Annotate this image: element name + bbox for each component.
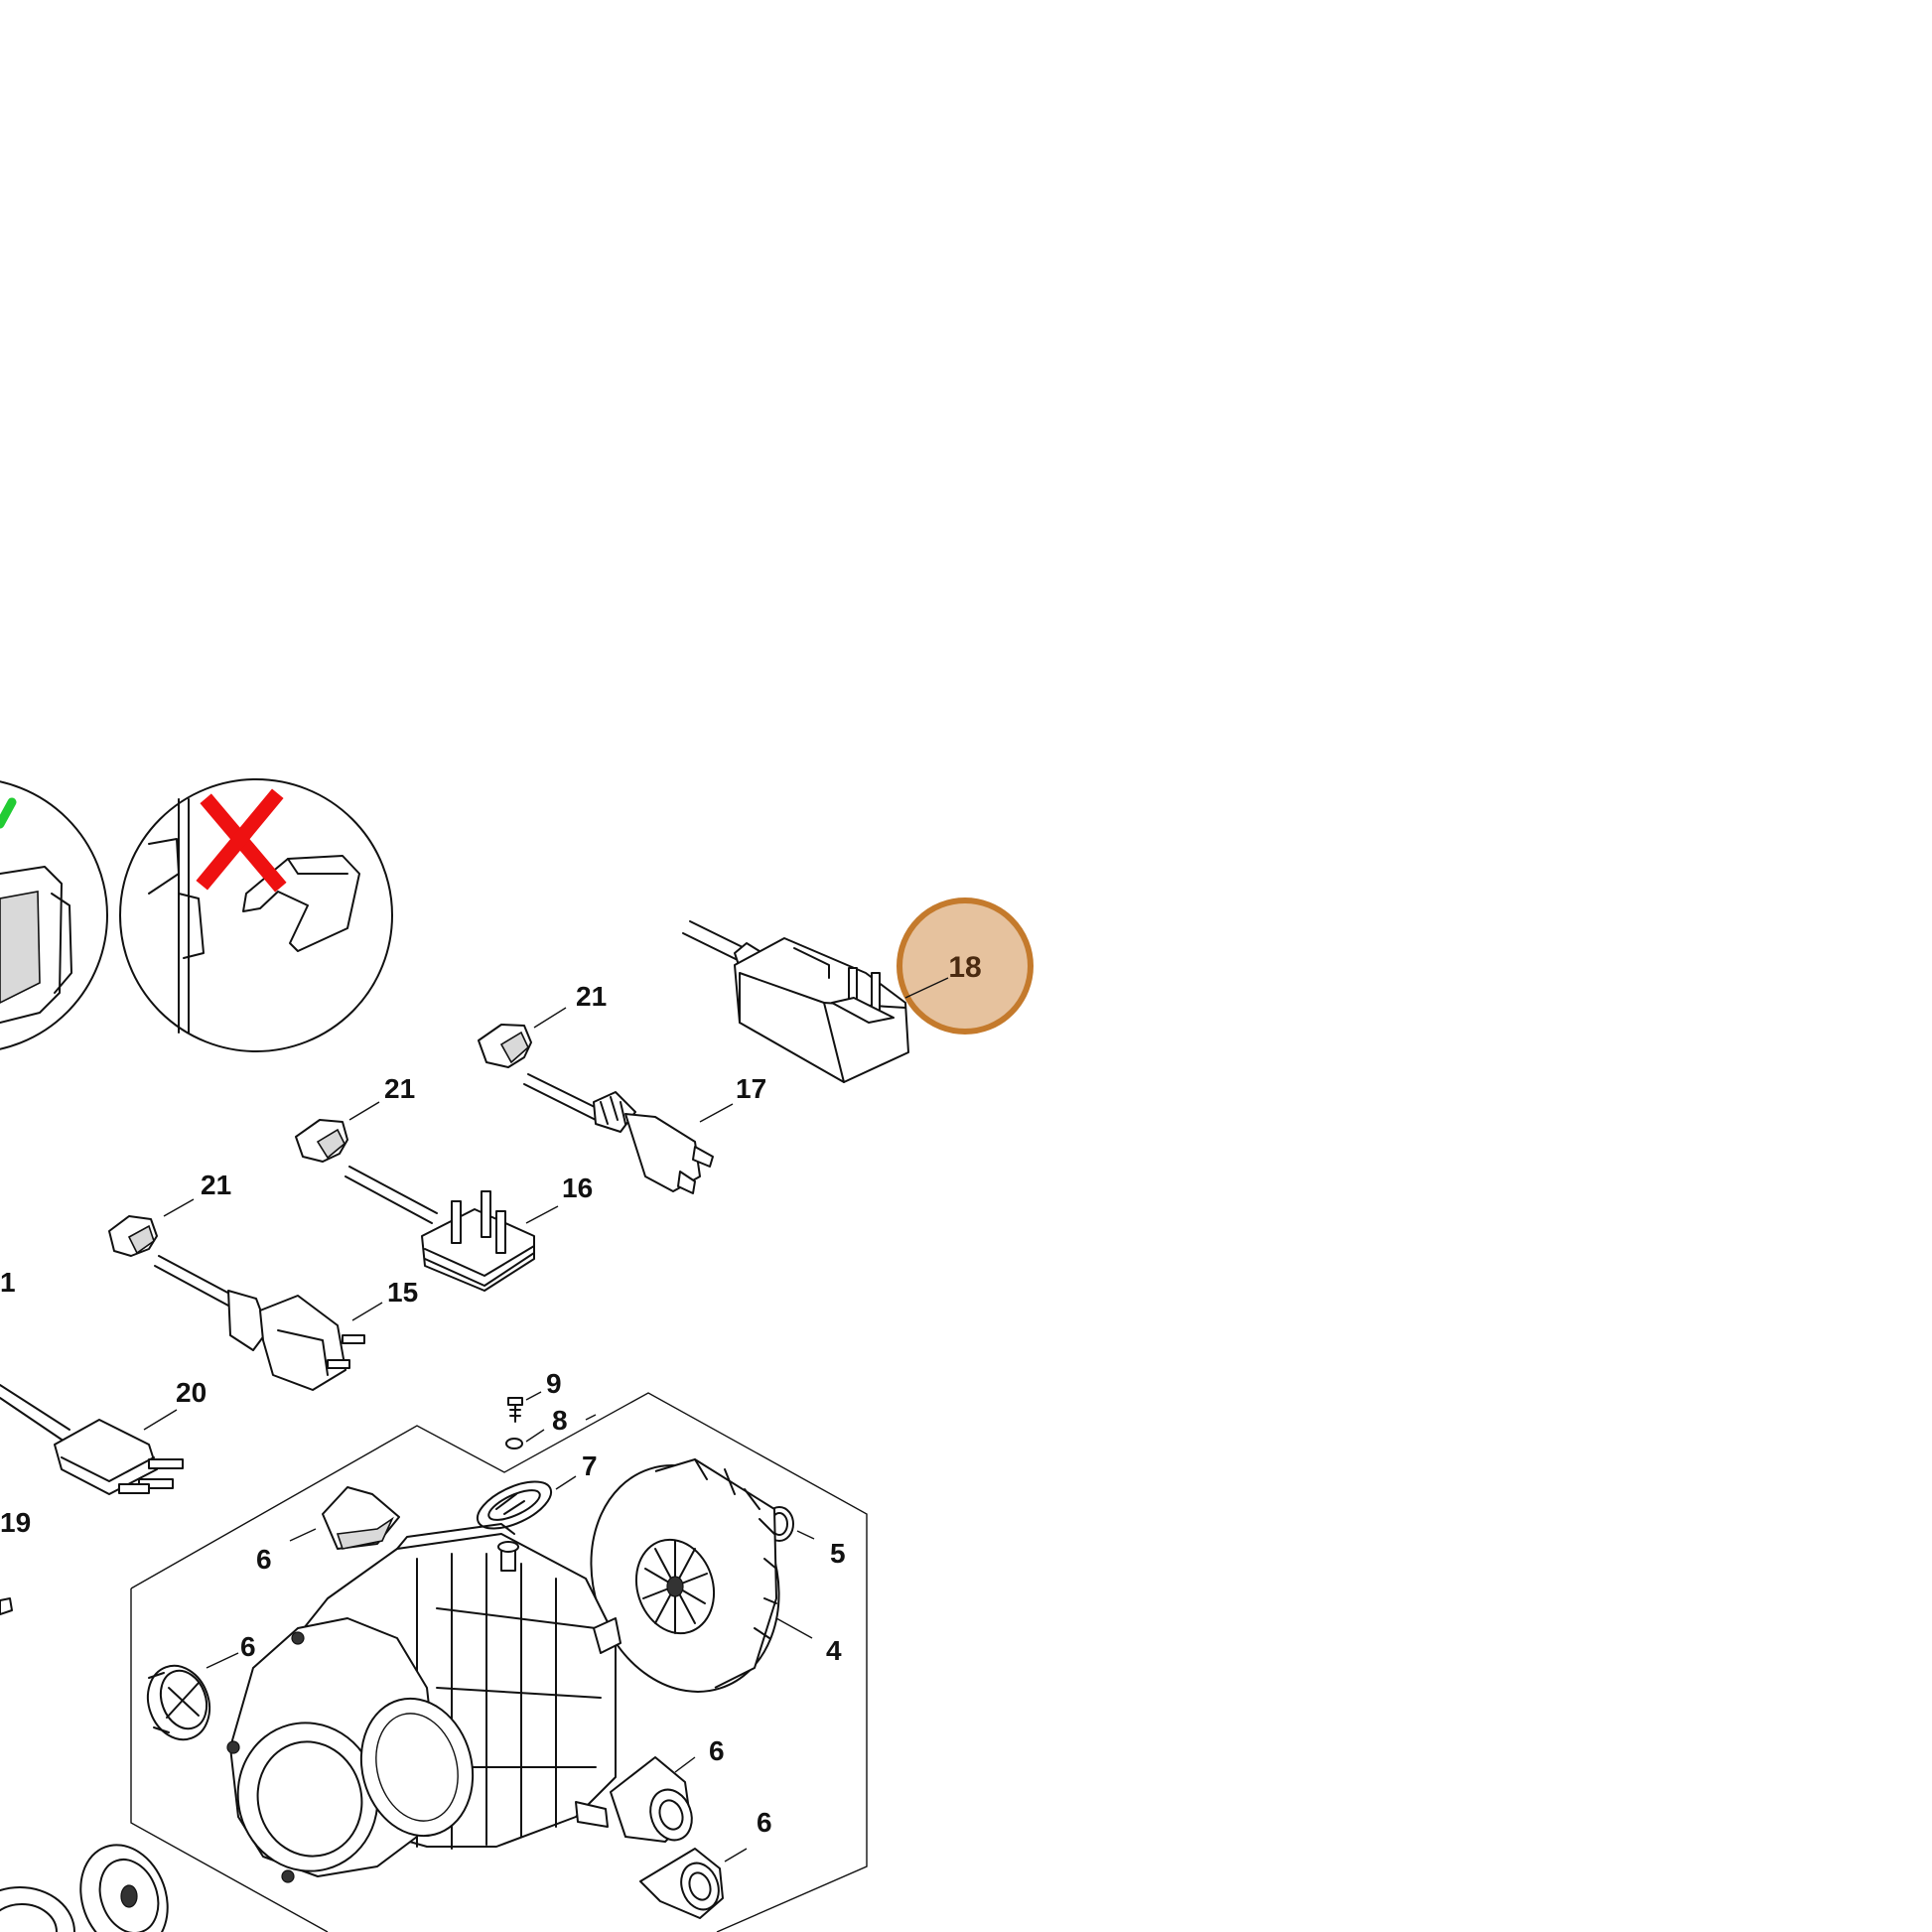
detail-view-incorrect	[119, 778, 393, 1052]
callout-6: 6	[709, 1735, 725, 1766]
callout-7: 7	[582, 1450, 598, 1481]
leader-lines	[143, 1007, 815, 1863]
callout-19: 19	[0, 1507, 31, 1538]
highlight-marker-18[interactable]: 18	[897, 897, 1034, 1035]
highlight-label: 18	[948, 951, 981, 984]
part-21-cable-clip-middle	[295, 1119, 348, 1163]
callout-labels: 21 17 21 16 21 1 15 20 9 8 7 19 6 5 6 4 …	[0, 981, 846, 1838]
callout-6: 6	[256, 1544, 272, 1575]
part-7-gasket	[476, 1480, 553, 1530]
part-21-cable-clip-top	[478, 1024, 532, 1068]
part-4-fan-impeller	[590, 1458, 780, 1693]
part-20-power-cord-plug	[0, 1384, 184, 1495]
part-6-bushing-b	[146, 1664, 211, 1741]
callout-4: 4	[826, 1635, 842, 1666]
callout-21: 21	[576, 981, 607, 1012]
callout-21: 21	[384, 1073, 415, 1104]
part-17-power-cord-plug	[523, 1073, 714, 1194]
part-19-fragment	[0, 1597, 13, 1615]
callout-17: 17	[736, 1073, 766, 1104]
check-mark-icon	[0, 797, 17, 829]
part-9-screw	[507, 1397, 523, 1423]
callout-8: 8	[552, 1405, 568, 1436]
part-16-power-cord-plug	[345, 1166, 535, 1292]
callout-6: 6	[240, 1631, 256, 1662]
motor-front-flange	[226, 1617, 475, 1883]
callout-5: 5	[830, 1538, 846, 1569]
callout-15: 15	[387, 1277, 418, 1308]
part-8-nut	[505, 1438, 523, 1449]
cross-mark-icon	[196, 788, 287, 893]
part-18-plug-adapter	[682, 920, 909, 1083]
callout-16: 16	[562, 1173, 593, 1203]
motor-assembly-group	[0, 1392, 868, 1932]
detail-view-correct	[0, 780, 108, 1050]
bottom-left-parts-fragment	[0, 1844, 169, 1932]
callout-6: 6	[757, 1807, 772, 1838]
part-6-bushing-d	[639, 1848, 724, 1919]
callout-20: 20	[176, 1377, 207, 1408]
callout-21: 21	[201, 1170, 231, 1200]
callout-9: 9	[546, 1368, 562, 1399]
part-6-bushing-c	[610, 1756, 693, 1843]
part-15-power-cord-plug	[154, 1255, 365, 1391]
part-6-bushing-a	[322, 1486, 400, 1550]
callout-1: 1	[0, 1267, 16, 1298]
part-21-cable-clip-lower	[108, 1215, 158, 1257]
